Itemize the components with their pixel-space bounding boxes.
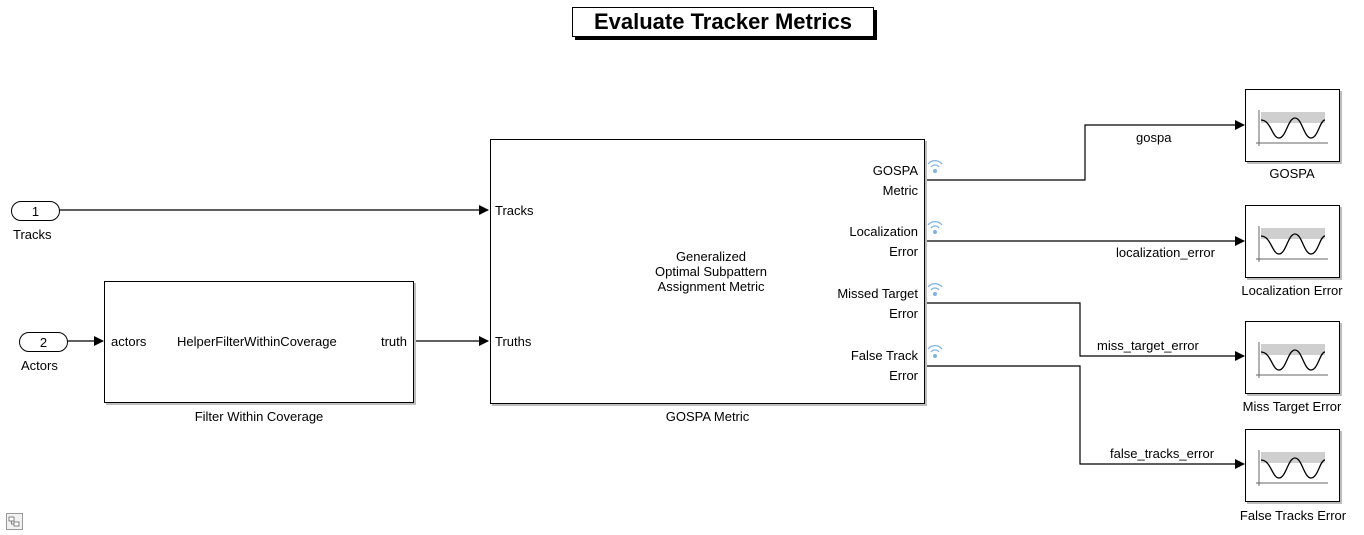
port-label-line: Missed Target xyxy=(837,286,918,301)
scope-label-miss-target-error: Miss Target Error xyxy=(1242,399,1342,414)
port-label-line: False Track xyxy=(850,348,918,363)
gospa-metric-block[interactable]: Tracks Truths Generalized Optimal Subpat… xyxy=(490,139,925,404)
filter-input-port-label: actors xyxy=(111,334,147,349)
scope-block-miss-target-error[interactable] xyxy=(1245,321,1340,394)
gospa-description-line: Generalized xyxy=(675,249,747,264)
port-label-line: GOSPA xyxy=(872,163,918,178)
gospa-output-false-track-error: False Track Error xyxy=(851,346,918,386)
scope-label-false-tracks-error: False Tracks Error xyxy=(1239,508,1347,523)
scope-label-gospa: GOSPA xyxy=(1269,166,1315,181)
port-label-line: Error xyxy=(889,244,918,259)
gospa-output-missed-target-error: Missed Target Error xyxy=(837,284,918,324)
gospa-output-localization-error: Localization Error xyxy=(849,222,918,262)
port-label-line: Metric xyxy=(882,183,918,198)
model-browser-icon[interactable] xyxy=(6,513,23,530)
scope-block-gospa[interactable] xyxy=(1245,89,1340,162)
line-gospa xyxy=(924,120,1245,181)
scope-block-localization-error[interactable] xyxy=(1245,205,1340,278)
line-false-tracks xyxy=(924,365,1245,469)
line-miss-target xyxy=(924,302,1245,361)
diagram-title: Evaluate Tracker Metrics xyxy=(572,7,874,37)
scope-waveform-icon xyxy=(1256,450,1328,486)
inport-label: Tracks xyxy=(13,227,52,242)
signal-label-false-tracks-error: false_tracks_error xyxy=(1110,446,1215,461)
model-browser-glyph xyxy=(8,516,20,527)
port-label-line: Error xyxy=(889,306,918,321)
filter-function-name: HelperFilterWithinCoverage xyxy=(177,334,337,349)
scope-waveform-icon xyxy=(1256,226,1328,262)
signal-label-gospa: gospa xyxy=(1136,130,1172,145)
signal-label-localization-error: localization_error xyxy=(1116,245,1215,260)
scope-waveform-icon xyxy=(1256,110,1328,146)
gospa-output-gospa-metric: GOSPA Metric xyxy=(873,161,918,201)
scope-waveform-icon xyxy=(1256,342,1328,378)
gospa-input-tracks: Tracks xyxy=(495,203,534,218)
filter-within-coverage-block[interactable]: actors HelperFilterWithinCoverage truth xyxy=(104,281,414,403)
gospa-description-line: Optimal Subpattern xyxy=(654,264,767,279)
inport-label: Actors xyxy=(21,358,58,373)
signal-label-miss-target-error: miss_target_error xyxy=(1097,338,1199,353)
gospa-description: Generalized Optimal Subpattern Assignmen… xyxy=(611,249,811,294)
filter-output-port-label: truth xyxy=(380,334,407,349)
inport-actors[interactable]: 2 xyxy=(19,332,68,352)
inport-number: 1 xyxy=(31,203,40,219)
scope-block-false-tracks-error[interactable] xyxy=(1245,429,1340,502)
filter-block-caption: Filter Within Coverage xyxy=(194,409,324,424)
port-label-line: Localization xyxy=(849,224,918,239)
gospa-description-line: Assignment Metric xyxy=(657,279,765,294)
inport-number: 2 xyxy=(39,334,48,350)
inport-tracks[interactable]: 1 xyxy=(11,201,60,221)
port-label-line: Error xyxy=(889,368,918,383)
gospa-input-truths: Truths xyxy=(495,334,532,349)
gospa-block-caption: GOSPA Metric xyxy=(665,409,750,424)
scope-label-localization-error: Localization Error xyxy=(1241,283,1343,298)
